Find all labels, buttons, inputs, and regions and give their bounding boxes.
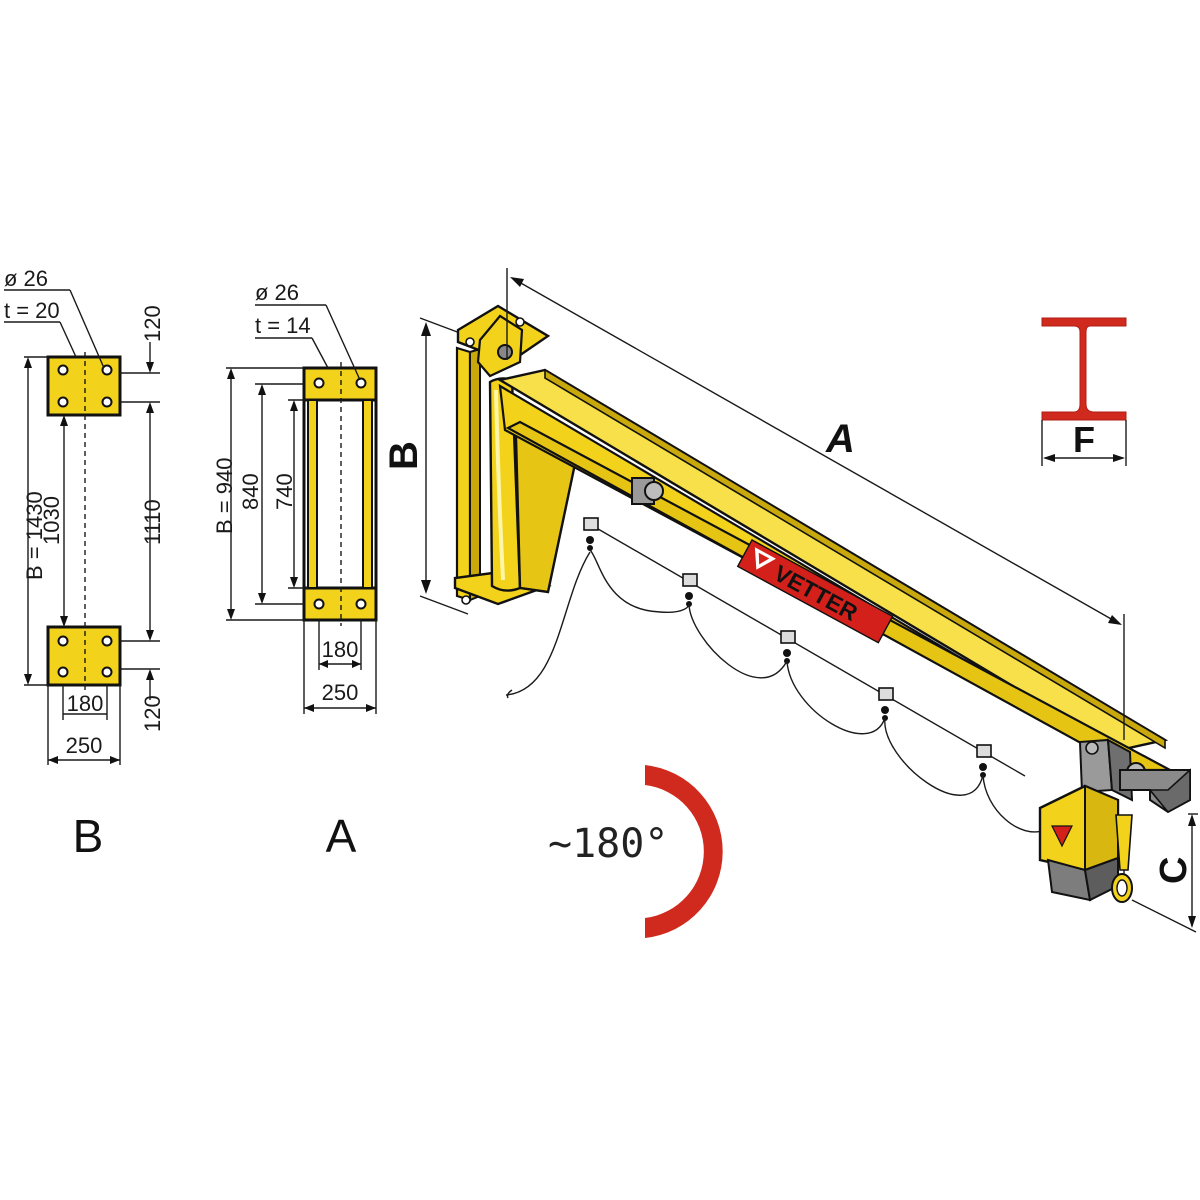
plate-a-dim-740: 740 <box>272 473 297 510</box>
mounting-plate-a: B = 940 840 740 180 250 ø 26 t = 14 <box>212 280 378 862</box>
festoon-cable <box>505 551 591 696</box>
plate-b-caption: B <box>73 810 104 862</box>
plate-b-thickness-label: t = 20 <box>4 298 60 323</box>
rotation-arc <box>645 765 723 938</box>
plate-a-hole-spacing-label: 180 <box>322 637 359 662</box>
jib-length-label: A <box>825 417 855 461</box>
crane-height-label: B <box>382 441 426 470</box>
festoon-trolleys <box>583 517 992 778</box>
plate-b-inner-gap-label: 1030 <box>39 496 64 545</box>
rotation-indicator: ~180° <box>548 765 723 938</box>
wall-jib-crane: B VETTER <box>382 268 1198 933</box>
plate-a-caption: A <box>326 810 357 862</box>
plate-a-height-label: B = 940 <box>212 458 237 534</box>
plate-b-height-label: B = 1430 <box>22 491 47 580</box>
plate-b-edge-top-label: 120 <box>140 305 165 342</box>
plate-b-outer-span-label: 1110 <box>140 499 165 545</box>
mounting-plate-b: B = 1430 1030 1110 120 120 180 250 <box>4 266 165 862</box>
i-beam-section <box>1041 317 1127 421</box>
i-beam-profile: F <box>1041 317 1127 466</box>
plate-a-diameter-label: ø 26 <box>255 280 299 305</box>
festoon-track <box>585 521 1026 777</box>
plate-b-edge-bottom-label: 120 <box>140 695 165 732</box>
plate-b-bolt-holes <box>57 364 113 678</box>
plate-a-width-label: 250 <box>322 680 359 705</box>
hook-height-label: C <box>1153 857 1195 884</box>
plate-b-width-label: 250 <box>66 733 103 758</box>
plate-b-hole-spacing-label: 180 <box>67 691 104 716</box>
beam-width-label: F <box>1073 419 1095 460</box>
plate-a-dim-840: 840 <box>238 473 263 510</box>
plate-a-bolt-holes <box>313 377 367 610</box>
plate-a-thickness-label: t = 14 <box>255 313 311 338</box>
plate-b-diameter-label: ø 26 <box>4 266 48 291</box>
wall-column <box>455 346 472 602</box>
rotation-label: ~180° <box>548 821 668 867</box>
